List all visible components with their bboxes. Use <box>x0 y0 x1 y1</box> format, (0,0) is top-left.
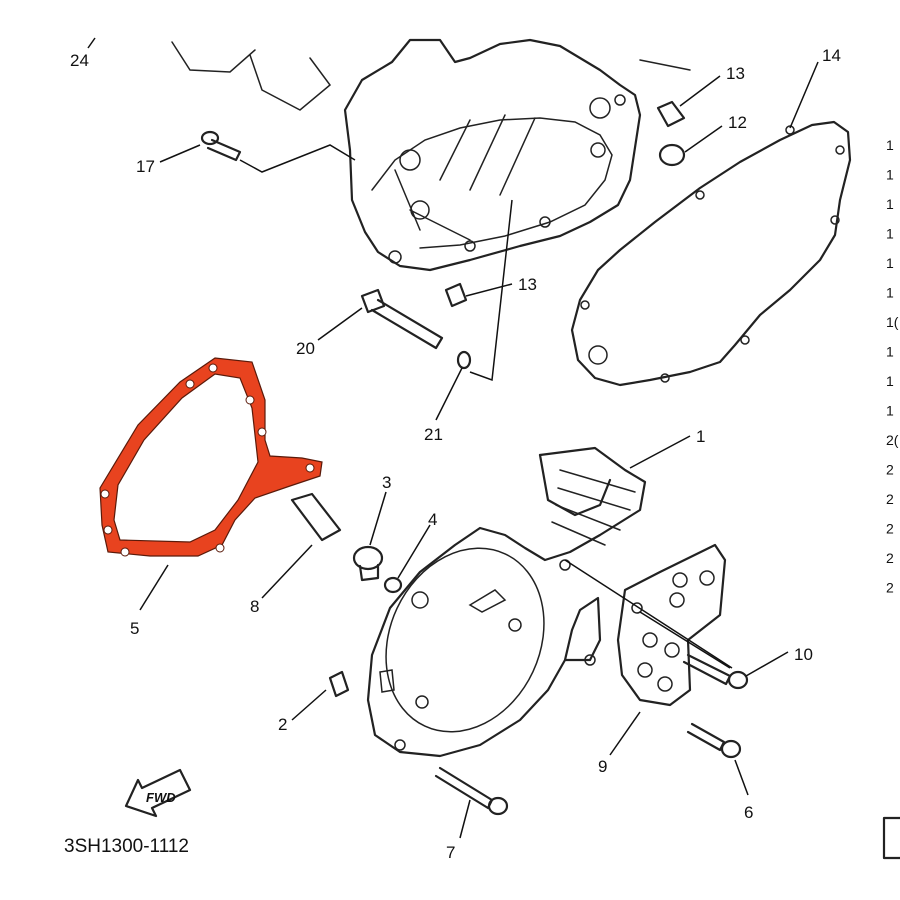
callout-21: 21 <box>424 425 443 444</box>
bolt-20 <box>360 288 444 350</box>
gasket-5-bolt-holes <box>100 363 315 557</box>
index-entry: 1 <box>886 226 894 242</box>
index-entry: 1 <box>886 255 894 271</box>
index-entry: 1 <box>886 344 894 360</box>
generator-cover-gasket-5 <box>99 357 323 557</box>
callout-labels: 24 17 13 12 14 13 20 21 1 3 4 5 8 2 10 9… <box>70 46 841 862</box>
dowel-2 <box>328 670 350 698</box>
clamp-8 <box>290 492 342 542</box>
fwd-arrow-icon: FWD <box>124 768 192 818</box>
callout-9: 9 <box>598 757 607 776</box>
crankcase-section <box>171 38 691 272</box>
callout-3: 3 <box>382 473 391 492</box>
callout-10: 10 <box>794 645 813 664</box>
bolt-10 <box>682 653 749 690</box>
collar-13-bottom <box>444 282 468 308</box>
plug-3 <box>352 545 384 582</box>
index-entry: 2 <box>886 491 894 507</box>
fwd-label: FWD <box>146 790 176 805</box>
callout-2: 2 <box>278 715 287 734</box>
index-entry: 1 <box>886 167 894 183</box>
o-ring-4 <box>383 576 403 594</box>
index-entry: 2 <box>886 550 894 566</box>
generator-cover-1 <box>366 446 647 758</box>
part-code: 3SH1300-1112 <box>64 836 189 857</box>
callout-13-bottom: 13 <box>518 275 537 294</box>
bolt-6 <box>686 722 742 759</box>
collar-13-top <box>656 100 686 128</box>
callout-7: 7 <box>446 843 455 862</box>
index-entry: 1 <box>886 137 894 153</box>
index-entry: 1 <box>886 196 894 212</box>
callout-13-top: 13 <box>726 64 745 83</box>
bracket-9 <box>616 543 727 707</box>
seal-12 <box>658 143 686 167</box>
index-entry: 2 <box>886 521 894 537</box>
washer-21 <box>456 350 472 370</box>
callout-20: 20 <box>296 339 315 358</box>
callout-14: 14 <box>822 46 841 65</box>
index-entry: 1 <box>886 403 894 419</box>
callout-4: 4 <box>428 510 437 529</box>
callout-6: 6 <box>744 803 753 822</box>
index-entry: 2 <box>886 462 894 478</box>
index-entry: 1 <box>886 373 894 389</box>
callout-1: 1 <box>696 427 705 446</box>
crankcase-cover-gasket-outline <box>570 120 852 387</box>
index-entry: 1( <box>886 314 899 330</box>
callout-17: 17 <box>136 157 155 176</box>
index-column: 1 1 1 1 1 1 1( 1 1 1 2( 2 2 2 2 2 <box>886 137 899 596</box>
index-entry: 1 <box>886 285 894 301</box>
bolt-7 <box>434 766 509 816</box>
clipped-box <box>882 816 900 860</box>
index-entry: 2 <box>886 580 894 596</box>
leader-lines <box>87 37 819 839</box>
index-entry: 2( <box>886 432 899 448</box>
callout-5: 5 <box>130 619 139 638</box>
callout-24: 24 <box>70 51 89 70</box>
callout-12: 12 <box>728 113 747 132</box>
callout-8: 8 <box>250 597 259 616</box>
gasket-14-bolt-holes <box>580 125 845 383</box>
bolt-17 <box>200 130 242 162</box>
